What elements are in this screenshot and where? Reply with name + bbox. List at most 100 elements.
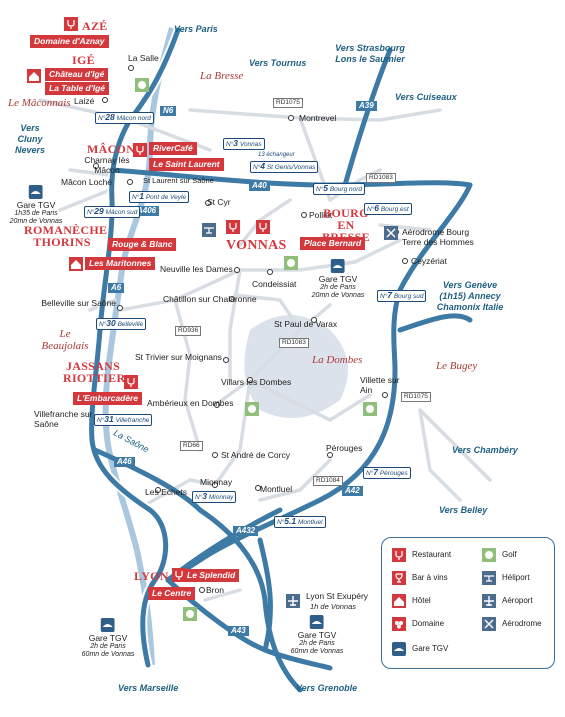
tag-chateau-ige[interactable]: Château d'Igé [45,68,109,81]
aerodrome-icon [384,226,398,240]
town-condeissiat: Condeissiat [252,279,297,289]
legend-aeroport: Aéroport [502,596,533,605]
train-icon [392,642,406,656]
exit-31: N°31 Villefranche [94,414,153,426]
tag-saint-laurent[interactable]: Le Saint Laurent [149,158,224,171]
tag-rivercafe[interactable]: RiverCafé [149,142,197,155]
hub-lyon: LYON [134,569,169,583]
town-la-salle: La Salle [128,53,159,63]
town-villars: Villars les Dombes [221,377,292,387]
exit-6: N°6 Bourg est [364,203,412,215]
aerodrome-icon [482,617,496,631]
tag-table-ige[interactable]: La Table d'Igé [45,82,110,95]
restaurant-icon [392,548,406,562]
road-rd66: RD66 [180,441,203,451]
exit-29: N°29 Mâcon sud [84,206,141,218]
town-st-andre: St André de Corcy [221,450,290,460]
tag-maritonnes[interactable]: Les Maritonnes [85,257,156,270]
legend-restaurant: Restaurant [412,550,452,559]
tag-embarcadere[interactable]: L'Embarcadère [73,392,143,405]
town-villette: Villette sur Ain [360,375,400,395]
hub-ige: IGÉ [72,53,95,67]
exit-7-perouges: N°7 Pérouges [363,467,411,479]
dest-chambery: Vers Chambéry [452,445,518,455]
highway-a40: A40 [249,181,270,191]
wine-bar-icon [392,571,406,585]
dest-cluny: Vers Cluny Nevers [14,123,46,155]
hub-aze: AZÉ [82,19,108,33]
dest-tournus: Vers Tournus [249,58,307,68]
highway-a432: A432 [233,526,259,536]
tgv-macon: Gare TGV 1h35 de Paris 20mn de Vonnas [10,185,62,226]
hub-jassans: JASSANS RIOTTIER [63,359,126,385]
golf-icon [284,256,298,270]
train-icon [28,185,43,199]
dest-belley: Vers Belley [439,505,488,515]
exit-5-1: N°5.1 Montluel [274,516,326,528]
tag-centre[interactable]: Le Centre [148,587,196,600]
town-chatillon: Châtillon sur Chalaronne [163,294,257,304]
town-st-cyr: St Cyr [207,197,231,207]
golf-icon [363,402,377,416]
town-bron: Bron [206,585,224,595]
exit-30: N°30 Belleville [96,318,147,330]
train-icon [330,259,345,273]
road-rd1083-south: RD1083 [279,338,309,348]
train-icon [309,615,324,629]
airport-icon [286,594,300,608]
road-rd1083-north: RD1083 [366,173,396,183]
town-st-trivier: St Trivier sur Moignans [135,352,222,362]
dest-geneve: Vers Genève (1h15) Annecy Chamonix Itali… [436,280,504,312]
tag-domaine-aznay[interactable]: Domaine d'Aznay [30,35,109,48]
road-rd1075: RD1075 [273,98,303,108]
exit-3-mionnay: N°3 Mionnay [192,491,237,503]
highway-a42: A42 [342,486,363,496]
dombes-zone [244,315,348,418]
town-lyon-st-exupery: Lyon St Exupéry [306,591,369,601]
golf-icon [245,402,259,416]
highway-a6: A6 [108,283,125,293]
golf-icon [183,607,197,621]
exit-28: N°28 Mâcon nord [95,112,154,124]
tgv-lyon-part-dieu: Gare TGV 2h de Paris 60mn de Vonnas [82,618,134,659]
town-mionnay: Mionnay [200,477,233,487]
tag-place-bernard[interactable]: Place Bernard [300,237,366,250]
legend-bar: Bar à vins [412,573,448,582]
town-neuville: Neuville les Dames [160,264,233,274]
golf-icon [482,548,496,562]
exit-3-vonnas: N°3 Vonnas [223,138,265,150]
domaine-icon [392,617,406,631]
highway-a406: A406 [134,206,160,216]
hub-vonnas: VONNAS [226,238,287,253]
highway-a39: A39 [356,101,377,111]
tgv-lyon-st-exupery: Gare TGV 2h de Paris 60mn de Vonnas [291,615,343,656]
town-belleville: Belleville sur Saône [41,298,116,308]
town-st-laurent: St Laurent sur Saône [143,176,214,185]
tag-rouge-blanc[interactable]: Rouge & Blanc [108,238,177,251]
sign-echangeur: 13 échangeur [258,152,295,158]
region-maconnais: Le Mâconnais [8,97,71,109]
town-villefranche: Villefranche sur Saône [34,409,93,429]
road-rd1075-south: RD1075 [401,392,431,402]
town-st-paul: St Paul de Varax [274,319,338,329]
town-ceyzeriat: Ceyzériat [411,256,447,266]
town-aerodrome-bourg: Aérodrome Bourg Terre des Hommes [402,227,474,247]
legend-domaine: Domaine [412,619,445,628]
exit-1: N°1 Pont de Veyle [129,191,190,203]
map-legend: Restaurant Bar à vins Hôtel Domaine Gare… [381,537,555,669]
restaurant-icon [64,17,78,31]
dest-grenoble: Vers Grenoble [296,683,358,693]
road-rd936: RD936 [175,326,202,336]
legend-golf: Golf [502,550,517,559]
motorways [87,25,473,693]
town-macon-loche: Mâcon Loché [61,177,113,187]
dest-marseille: Vers Marseille [118,683,179,693]
heliport-icon [482,571,496,585]
hub-romaneche: ROMANÈCHE THORINS [24,223,108,249]
highway-a46: A46 [114,457,135,467]
secondary-roads [38,98,492,602]
restaurant-icon [133,143,147,157]
train-icon [100,618,115,632]
tag-splendid[interactable]: Le Splendid [183,569,240,582]
restaurant-icon [256,220,270,234]
